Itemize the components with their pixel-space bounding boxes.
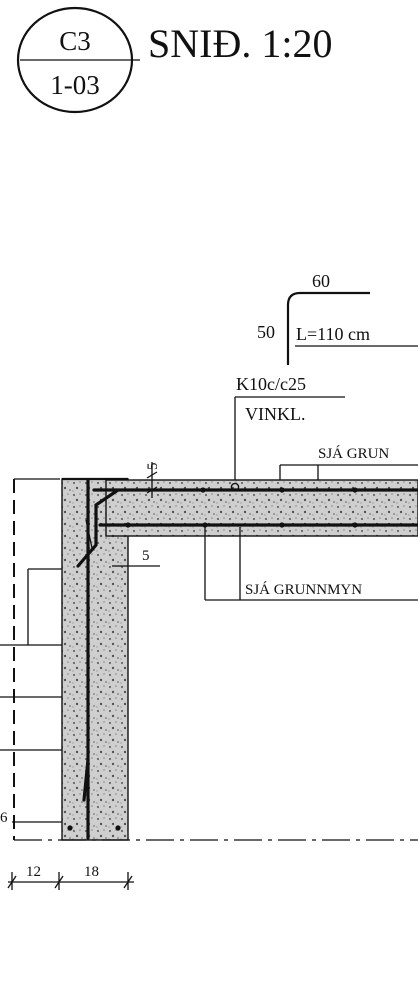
top-bar-section-2 — [230, 482, 240, 492]
left-reference-lines — [0, 568, 62, 751]
existing-outline — [13, 478, 60, 840]
detail-tag-bottom: 1-03 — [50, 70, 100, 100]
detail-tag-top: C3 — [59, 26, 91, 56]
bottom-bar-section-4 — [352, 522, 358, 528]
wall-bar-section-2 — [115, 825, 121, 831]
top-reference-text: SJÁ GRUN — [318, 445, 389, 462]
wall-cover-dimension: 5 — [112, 548, 160, 567]
wall-bar-section-1 — [67, 825, 73, 831]
bar-leg-vertical: 50 — [257, 322, 275, 342]
slab-cover-tick-2 — [146, 486, 158, 494]
slab-cover-value: 5 — [145, 463, 161, 471]
bar-schedule: 60 50 L=110 cm K10c/c25 VINKL. — [234, 271, 418, 484]
slab-cover-tick-1 — [146, 471, 158, 479]
bottom-reference-text: SJÁ GRUNNMYN — [245, 581, 362, 598]
corner-bent-bar — [76, 488, 120, 568]
detail-tag: C3 1-03 — [16, 6, 140, 114]
left-edge-value: 6 — [0, 810, 8, 826]
bar-leg-horizontal: 60 — [312, 271, 330, 291]
reinforcement — [67, 478, 418, 840]
wall-bar-arrow — [85, 519, 93, 549]
bar-length: L=110 cm — [296, 324, 370, 344]
bottom-bar-section-3 — [279, 522, 285, 528]
dimension-outer-width: 12 — [26, 864, 41, 880]
bent-bar-symbol — [286, 291, 370, 365]
bottom-bar-section-1 — [125, 522, 131, 528]
bottom-reference: SJÁ GRUNNMYN — [204, 527, 418, 601]
top-reference: SJÁ GRUN — [279, 445, 418, 484]
bar-type: VINKL. — [245, 404, 306, 424]
bottom-bar-section-2 — [202, 522, 208, 528]
top-bar-section-1 — [200, 487, 206, 493]
section-title: SNIÐ. 1:20 — [148, 21, 332, 66]
slab-cover-dimension: 5 — [145, 462, 161, 498]
top-bar-section-4 — [352, 487, 358, 493]
wall-cover-value: 5 — [142, 548, 150, 564]
bottom-dimensions: 12 18 — [7, 864, 134, 890]
top-bar-section-3 — [279, 487, 285, 493]
bar-spec: K10c/c25 — [236, 374, 306, 394]
wall-bar-end — [82, 758, 90, 802]
left-edge-dimension: 6 — [0, 810, 62, 826]
dimension-wall-width: 18 — [84, 864, 99, 880]
